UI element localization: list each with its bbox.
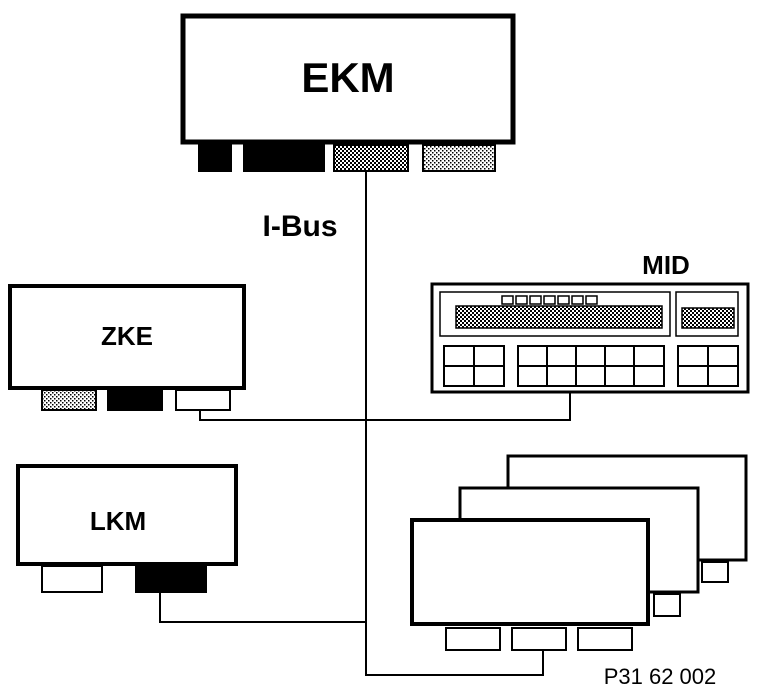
additional-modules-stack [410,454,748,651]
mid-module: MID [430,250,750,394]
ibus-trunk [365,171,544,676]
wiring [159,171,571,676]
figure-code: P31 62 002 [604,664,717,689]
front-connector-3 [577,627,633,651]
ekm-connector-3 [333,144,409,172]
ekm-connector-4 [422,144,496,172]
lkm-connection [159,592,366,623]
zke-connector-1 [41,389,97,411]
front-connector-2 [511,627,567,651]
zke-mid-connection [199,392,571,421]
lkm-connector-1 [41,565,103,593]
ibus-label: I-Bus [263,210,338,243]
mid-button-grid [443,345,739,387]
front-module [410,518,650,626]
lkm-module: LKM [16,464,238,593]
mid-display-small [681,307,735,329]
mid-label: MID [642,250,690,280]
lkm-connector-2 [135,565,207,593]
ekm-label: EKM [301,54,394,101]
ekm-connector-2 [243,144,325,172]
zke-connector-3 [175,389,231,411]
zke-label: ZKE [101,321,153,351]
zke-connector-2 [107,389,163,411]
mid-display-main [455,305,663,329]
front-connector-1 [445,627,501,651]
ekm-connector-1 [198,144,232,172]
lkm-label: LKM [90,506,146,536]
zke-module: ZKE [8,284,246,411]
ekm-module: EKM [180,13,516,172]
mid-indicator-row [501,295,598,305]
